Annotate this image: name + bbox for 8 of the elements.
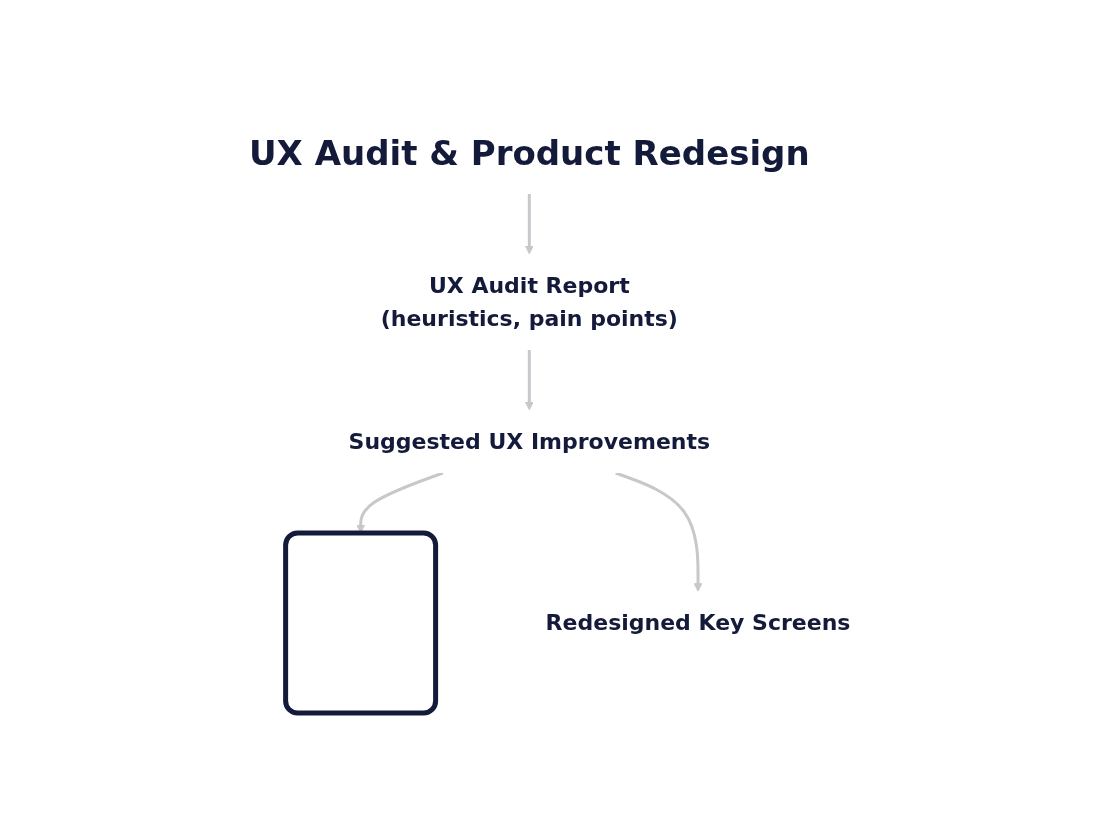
node-box: [283, 530, 439, 715]
node-text: UX Audit Report (heuristics, pain points): [381, 272, 679, 331]
node-text: Suggested UX Improvements: [348, 428, 711, 454]
arrow: [525, 193, 534, 254]
node-text: UX Audit & Product Redesign: [249, 132, 810, 173]
arrow: [615, 471, 703, 592]
arrow: [525, 349, 534, 410]
node-text: Redesigned Key Screens: [545, 609, 851, 635]
